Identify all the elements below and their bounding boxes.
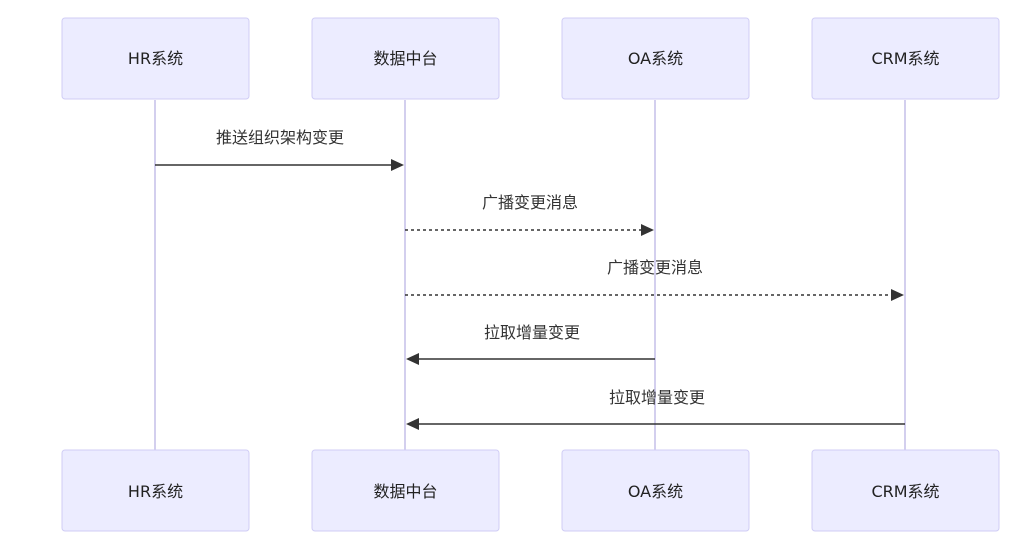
arrowhead-right-icon <box>891 289 904 301</box>
message-1-label: 推送组织架构变更 <box>216 128 344 147</box>
actor-bottom-oa: OA系统 <box>561 449 750 532</box>
arrowhead-left-icon <box>406 353 419 365</box>
message-5-label: 拉取增量变更 <box>609 388 705 407</box>
arrowhead-right-icon <box>641 224 654 236</box>
actor-top-oa: OA系统 <box>561 17 750 100</box>
actor-bottom-hr: HR系统 <box>61 449 250 532</box>
actor-bottom-crm: CRM系统 <box>811 449 1000 532</box>
arrowhead-left-icon <box>406 418 419 430</box>
message-4-label: 拉取增量变更 <box>484 323 580 342</box>
actor-bottom-crm-label: CRM系统 <box>871 482 939 501</box>
message-2: 广播变更消息 <box>405 193 654 236</box>
message-5: 拉取增量变更 <box>406 388 905 430</box>
actor-top-crm: CRM系统 <box>811 17 1000 100</box>
actor-bottom-oa-label: OA系统 <box>628 482 683 501</box>
actor-bottom-data-platform: 数据中台 <box>311 449 500 532</box>
actor-top-data-platform: 数据中台 <box>311 17 500 100</box>
actor-bottom-data-platform-label: 数据中台 <box>373 482 437 501</box>
message-4: 拉取增量变更 <box>406 323 655 365</box>
actor-bottom-hr-label: HR系统 <box>128 482 183 501</box>
actor-top-oa-label: OA系统 <box>628 49 683 68</box>
actor-top-data-platform-label: 数据中台 <box>373 49 437 68</box>
message-1: 推送组织架构变更 <box>155 128 404 171</box>
actor-top-crm-label: CRM系统 <box>871 49 939 68</box>
message-3: 广播变更消息 <box>405 258 904 301</box>
actor-top-hr-label: HR系统 <box>128 49 183 68</box>
actor-top-hr: HR系统 <box>61 17 250 100</box>
message-3-label: 广播变更消息 <box>607 258 703 277</box>
message-2-label: 广播变更消息 <box>482 193 578 212</box>
arrowhead-right-icon <box>391 159 404 171</box>
